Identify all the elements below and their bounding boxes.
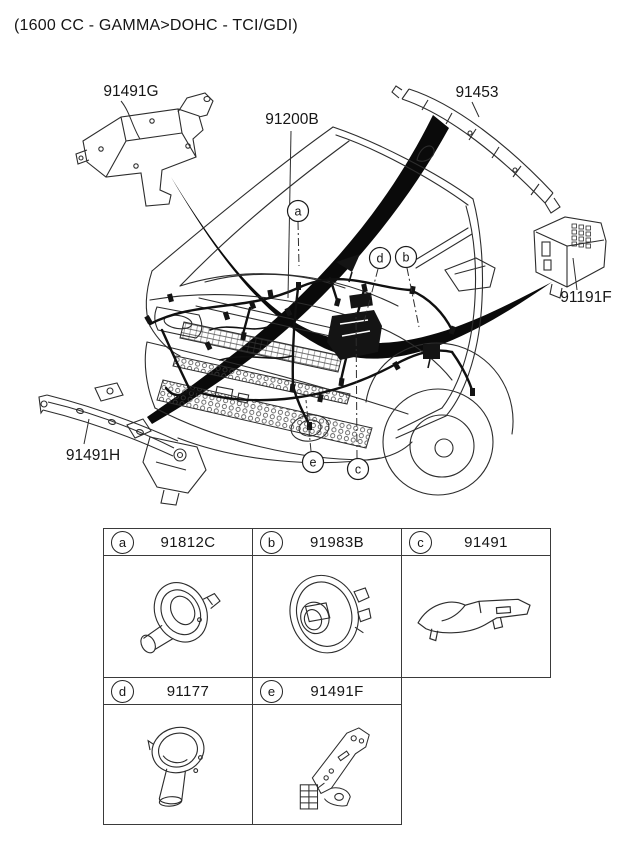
part-label-91191F: 91191F	[560, 289, 611, 306]
part-label-91453: 91453	[455, 84, 498, 101]
part-91453-drawing	[391, 85, 561, 214]
parts-table: a 91812C	[103, 528, 551, 825]
part-c-bracket-image	[417, 598, 531, 642]
callout-a: a	[286, 199, 310, 223]
parts-table-cell-a[interactable]: a 91812C	[103, 528, 253, 678]
part-b-grommet-image	[289, 574, 372, 654]
part-number-91491: 91491	[464, 533, 508, 551]
svg-text:e: e	[310, 456, 317, 470]
part-label-91491H: 91491H	[66, 447, 120, 464]
svg-text:b: b	[403, 251, 410, 265]
part-91491H-drawing	[38, 382, 207, 506]
part-label-91491G: 91491G	[103, 83, 158, 100]
callout-badge-d: d	[111, 679, 134, 703]
parts-table-cell-b[interactable]: b 91983B	[252, 528, 402, 678]
parts-table-cell-c[interactable]: c 91491	[401, 528, 551, 678]
part-number-91812C: 91812C	[160, 533, 216, 551]
highlight-swoosh-top-right	[147, 115, 449, 424]
part-number-91983B: 91983B	[309, 533, 365, 551]
engine-components	[327, 292, 440, 369]
part-e-bracket-image	[299, 727, 370, 810]
svg-text:a: a	[295, 205, 302, 219]
callout-badge-c: c	[409, 530, 432, 554]
callout-e: e	[301, 450, 325, 474]
parts-table-cell-d[interactable]: d 91177	[103, 677, 253, 825]
callout-c: c	[346, 457, 370, 481]
grille-mesh	[156, 321, 373, 449]
part-number-91491F: 91491F	[310, 682, 364, 700]
part-91191F-drawing	[533, 216, 607, 299]
parts-table-cell-e[interactable]: e 91491F	[252, 677, 402, 825]
page-title: (1600 CC - GAMMA>DOHC - TCI/GDI)	[14, 17, 298, 34]
svg-text:d: d	[377, 252, 384, 266]
callout-b: b	[394, 245, 418, 269]
callout-d: d	[368, 246, 392, 270]
wiring-diagram-illustration: 91491G 91200B 91453 91191F 91491H a d	[38, 83, 612, 506]
part-91491G-drawing	[75, 92, 214, 207]
harness-connectors	[144, 254, 475, 430]
svg-text:c: c	[355, 463, 361, 477]
part-number-91177: 91177	[166, 682, 210, 700]
callout-badge-e: e	[260, 679, 283, 703]
part-label-91200B: 91200B	[265, 111, 318, 128]
part-d-grommet-image	[147, 726, 205, 807]
callout-leaders	[297, 221, 420, 459]
callout-badge-a: a	[111, 530, 134, 554]
callout-badge-b: b	[260, 530, 283, 554]
part-a-grommet-image	[140, 582, 221, 654]
